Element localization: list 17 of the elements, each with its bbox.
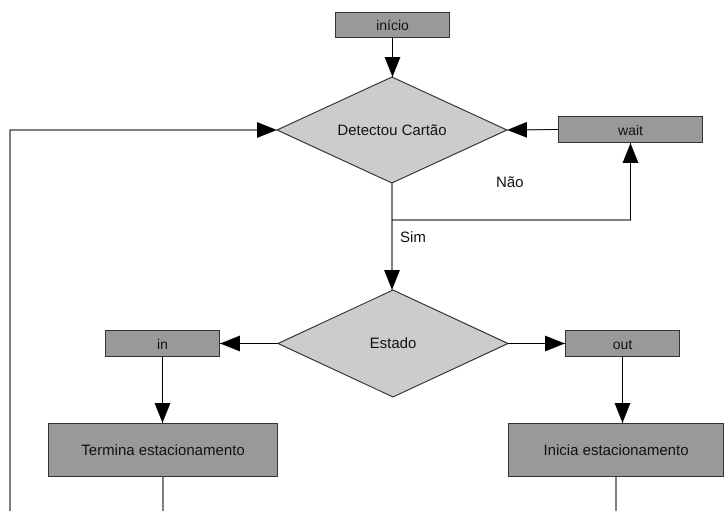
decision-label: Detectou Cartão bbox=[337, 122, 447, 138]
connector-arrow bbox=[220, 336, 278, 352]
connector-arrow bbox=[154, 356, 170, 424]
connector-arrow bbox=[506, 122, 558, 138]
connector-arrow bbox=[614, 356, 630, 424]
process-box: wait bbox=[558, 116, 703, 143]
process-box: Inicia estacionamento bbox=[508, 423, 724, 477]
process-box: início bbox=[335, 12, 450, 38]
connector-arrow bbox=[384, 182, 400, 290]
process-box: in bbox=[105, 330, 220, 357]
connector-arrow bbox=[508, 336, 566, 352]
decision-label: Estado bbox=[370, 335, 416, 352]
process-box: Termina estacionamento bbox=[48, 423, 278, 477]
process-box: out bbox=[565, 330, 680, 357]
connector-arrow bbox=[392, 142, 638, 220]
connector-arrow bbox=[10, 122, 278, 511]
connector-arrow bbox=[384, 38, 400, 78]
